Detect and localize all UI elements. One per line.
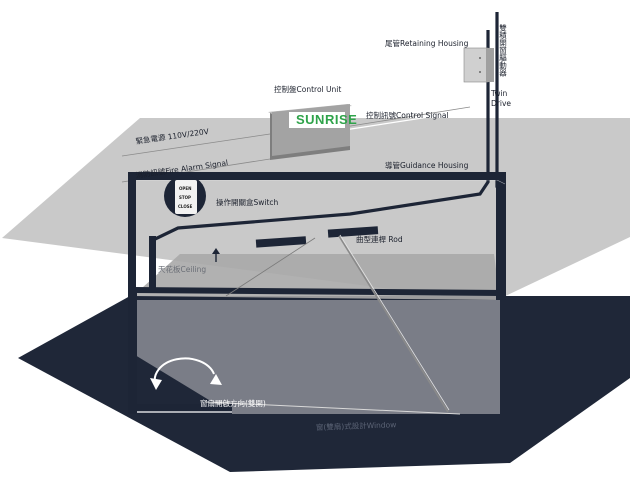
twin-drive-screw-1 [479,57,481,59]
label-window-direction: 窗扇開啟方向(雙開) [200,398,266,408]
label-guidance-housing: 導管Guidance Housing [385,160,469,170]
frame-right-post [496,172,506,300]
frame-box-left [128,172,136,292]
twin-drive-screw-2 [479,71,481,73]
switch-stop: STOP [179,195,191,200]
label-rod: 曲型連桿 Rod [356,234,403,244]
power-line [121,133,271,157]
window-glass-lower [135,300,500,414]
twin-drive-body [463,47,489,83]
control-signal-line-2 [337,106,471,129]
up-arrow-icon [212,248,220,254]
label-retaining-housing: 尾管Retaining Housing [385,38,469,48]
label-twin-drive-en-2: Drive [491,99,511,108]
label-twin-drive-en-1: Twin [490,89,508,98]
control-unit-brand: SUNRISE [296,112,357,127]
switch-plate [175,180,197,214]
actuator-right [327,226,379,238]
label-switch: 操作開關盒Switch [216,197,279,207]
frame-box-top [132,172,506,180]
label-floor-text: 窗(雙扇)式設計Window [316,419,397,432]
rod-arm-main-hl [339,234,450,411]
direction-arrow-right [210,374,222,385]
label-control-unit: 控制盤Control Unit [274,84,341,94]
guidance-cable [151,30,490,288]
direction-arc [153,357,215,387]
label-twin-drive-cn: 雙積開窗驅動器 [498,23,507,78]
actuator-left [255,236,307,248]
twin-drive-side [486,48,494,82]
frame-left-post [128,289,137,406]
control-unit-logo-plate [289,112,345,128]
rod-arm-main [338,235,449,413]
direction-arrow-left [150,378,162,390]
frame-top-band [133,287,505,296]
label-control-signal: 控制訊號Control Signal [366,110,449,120]
floor-door-line [205,401,461,415]
control-signal-line [337,104,469,132]
switch-open: OPEN [179,186,191,191]
svg-text:雙積開窗驅動器: 雙積開窗驅動器 [498,23,507,78]
drive-cable [495,12,500,188]
label-ceiling: 天花板Ceiling [158,264,206,274]
switch-close: CLOSE [178,204,193,209]
rod-arm-left [225,237,316,297]
